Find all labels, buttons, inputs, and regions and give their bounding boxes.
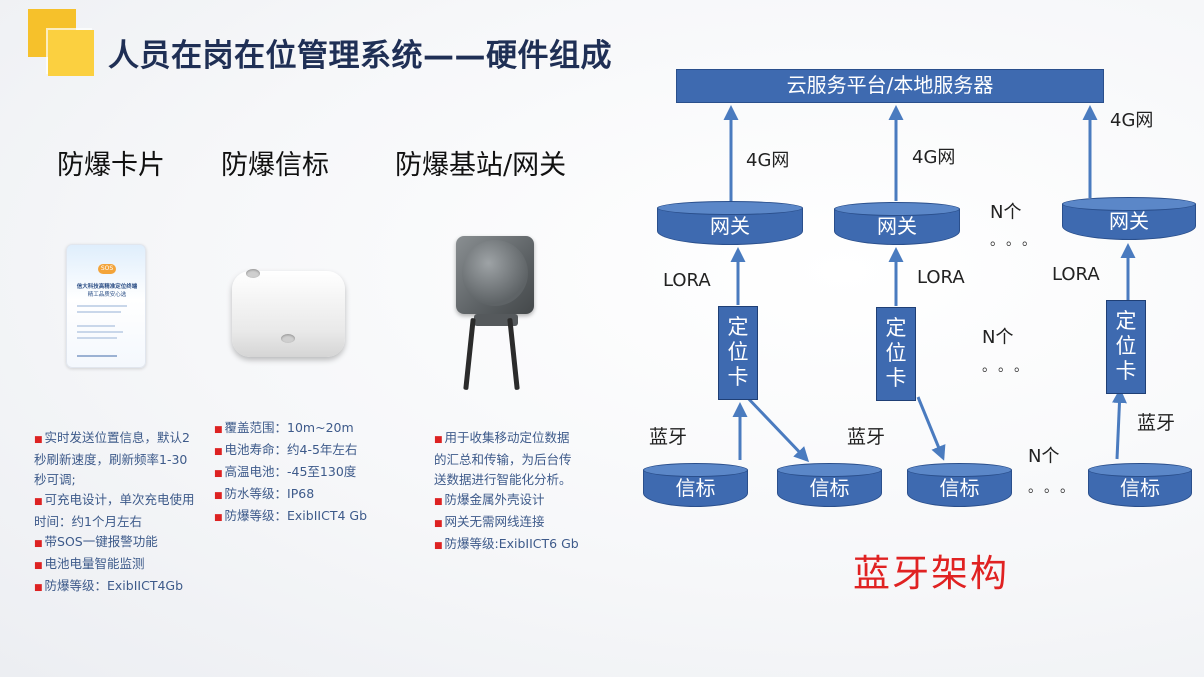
beacon-node: 信标 — [777, 463, 882, 507]
locator-char: 位 — [1115, 334, 1137, 358]
locator-char: 定 — [1115, 309, 1137, 333]
feature-text: 电池寿命：约4-5年左右 — [224, 442, 358, 457]
feature-text: 秒可调; — [34, 472, 76, 487]
cylinder-top — [834, 202, 960, 216]
card-label-2: 精工品质安心选 — [87, 292, 127, 298]
label-n-count: N个 — [982, 327, 1014, 348]
card-logo-line — [77, 355, 117, 357]
card-text-line — [77, 325, 115, 327]
feature-text: 送数据进行智能化分析。 — [434, 472, 572, 487]
locator-card-node: 定 位 卡 — [876, 307, 916, 401]
beacon-features: ■覆盖范围：10m~20m ■电池寿命：约4-5年左右 ■高温电池：-45至13… — [214, 420, 368, 523]
locator-char: 卡 — [1115, 359, 1137, 383]
label-lora: LORA — [917, 267, 965, 288]
locator-card-node: 定 位 卡 — [1106, 300, 1146, 394]
beacon-node: 信标 — [907, 463, 1012, 507]
beacon-node: 信标 — [643, 463, 748, 507]
label-4g: 4G网 — [912, 147, 956, 168]
feature-text: 防爆金属外壳设计 — [444, 492, 545, 507]
locator-char: 定 — [885, 316, 907, 340]
feature-text: 时间：约1个月左右 — [34, 514, 142, 529]
feature-text: 可充电设计，单次充电使用 — [44, 492, 195, 507]
locator-char: 卡 — [885, 366, 907, 390]
gateway-connector — [474, 314, 518, 326]
locator-card-node: 定 位 卡 — [718, 306, 758, 400]
feature-text: 覆盖范围：10m~20m — [224, 420, 354, 435]
mount-hole — [246, 269, 260, 278]
label-lora: LORA — [663, 270, 711, 291]
explosion-proof-beacon-image — [232, 269, 345, 357]
arrow-bt-4 — [1111, 388, 1127, 460]
gateway-lid — [462, 240, 528, 306]
sos-label: SOS — [98, 264, 116, 274]
label-4g: 4G网 — [1110, 110, 1154, 131]
cylinder-top — [657, 201, 803, 215]
feature-text: 带SOS一键报警功能 — [44, 534, 158, 549]
explosion-proof-card-image: SOS 信大科技高精准定位终端 精工品质安心选 — [66, 244, 146, 368]
feature-text: 防爆等级：ExibIICT4 Gb — [224, 508, 368, 523]
card-text-line — [77, 305, 127, 307]
feature-text: 网关无需网线连接 — [444, 514, 545, 529]
feature-text: 防爆等级:ExibIICT6 Gb — [444, 536, 579, 551]
decor-square — [48, 30, 94, 76]
gateway-node: 网关 — [657, 201, 803, 245]
gateway-heading: 防爆基站/网关 — [395, 150, 567, 181]
card-features: ■实时发送位置信息，默认2 秒刷新速度，刷新频率1-30 秒可调; ■可充电设计… — [34, 430, 195, 593]
feature-text: 高温电池：-45至130度 — [224, 464, 357, 479]
locator-char: 定 — [727, 315, 749, 339]
gateway-features: ■用于收集移动定位数据 的汇总和传输，为后台传 送数据进行智能化分析。 ■防爆金… — [434, 430, 579, 551]
feature-text: 的汇总和传输，为后台传 — [434, 452, 572, 467]
feature-text: 秒刷新速度，刷新频率1-30 — [34, 452, 188, 467]
cloud-server-node: 云服务平台/本地服务器 — [676, 69, 1104, 103]
card-text-line — [77, 311, 121, 313]
cylinder-top — [643, 463, 748, 477]
mount-hole — [281, 334, 295, 343]
page-title: 人员在岗在位管理系统——硬件组成 — [108, 38, 612, 74]
architecture-title: 蓝牙架构 — [853, 552, 1009, 595]
card-text-line — [77, 337, 117, 339]
cylinder-top — [1062, 197, 1196, 211]
ellipsis: 。。。 — [982, 359, 1037, 375]
beacon-node: 信标 — [1088, 463, 1192, 507]
arrow-bt-2 — [743, 393, 810, 463]
cylinder-top — [777, 463, 882, 477]
arrow-bt-3 — [916, 396, 946, 461]
beacon-heading: 防爆信标 — [221, 150, 329, 181]
label-bluetooth: 蓝牙 — [649, 426, 688, 448]
label-bluetooth: 蓝牙 — [847, 426, 886, 448]
ellipsis: 。。。 — [1028, 480, 1083, 496]
feature-text: 用于收集移动定位数据 — [444, 430, 570, 445]
feature-text: 防爆等级：ExibIICT4Gb — [44, 578, 184, 593]
card-heading: 防爆卡片 — [57, 150, 165, 181]
ellipsis: 。。。 — [990, 233, 1045, 249]
label-4g: 4G网 — [746, 150, 790, 171]
locator-char: 位 — [885, 341, 907, 365]
card-label: 信大科技高精准定位终端 — [76, 284, 138, 290]
cylinder-top — [1088, 463, 1192, 477]
label-n-count: N个 — [990, 202, 1022, 223]
label-bluetooth: 蓝牙 — [1137, 412, 1176, 434]
feature-text: 实时发送位置信息，默认2 — [44, 430, 190, 445]
locator-char: 位 — [727, 340, 749, 364]
label-n-count: N个 — [1028, 446, 1060, 467]
gateway-label: 网关 — [834, 209, 960, 245]
feature-text: 电池电量智能监测 — [44, 556, 145, 571]
beacon-label: 信标 — [643, 470, 748, 507]
feature-text: 防水等级：IP68 — [224, 486, 315, 501]
label-lora: LORA — [1052, 264, 1100, 285]
card-text-line — [77, 331, 123, 333]
gateway-node: 网关 — [1062, 197, 1196, 240]
gateway-node: 网关 — [834, 202, 960, 245]
locator-char: 卡 — [727, 365, 749, 389]
cylinder-top — [907, 463, 1012, 477]
